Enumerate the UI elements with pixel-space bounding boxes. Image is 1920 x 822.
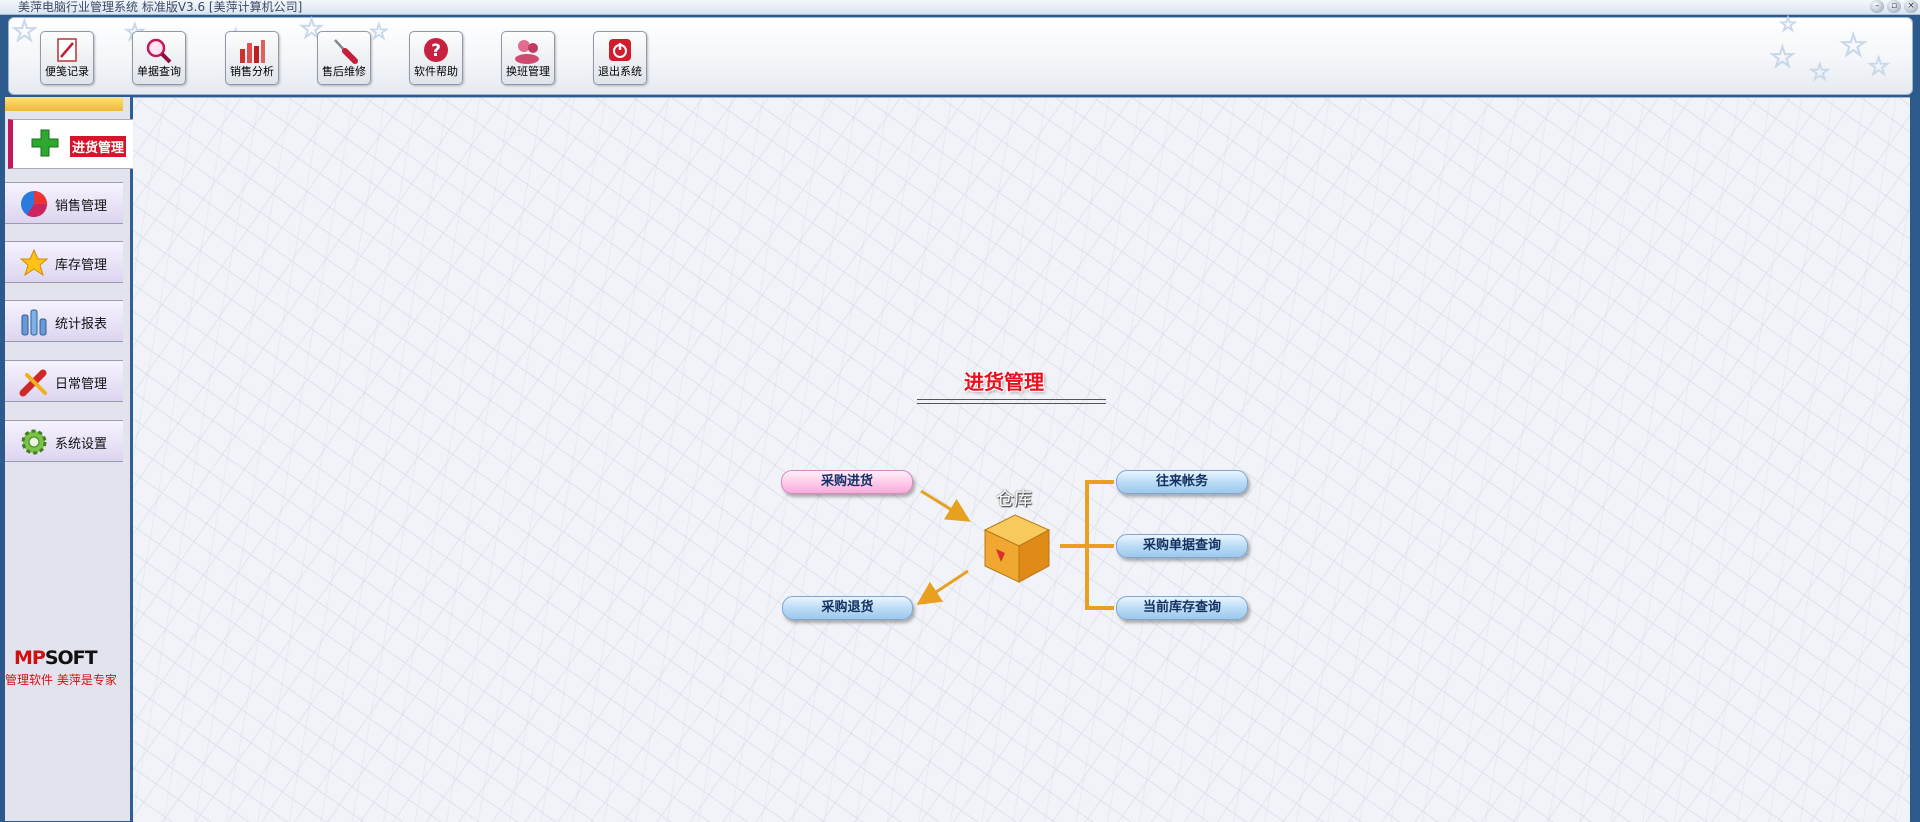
shift-management-button-label: 换班管理 [506, 65, 550, 78]
memo-button-label: 便笺记录 [45, 65, 89, 78]
sidebar-header-bar [5, 97, 123, 111]
sidebar-item-label: 日常管理 [55, 377, 108, 392]
star-decoration-icon: ☆ [1778, 11, 1797, 36]
star-decoration-icon: ☆ [1866, 51, 1891, 82]
document-query-button-label: 单据查询 [137, 65, 181, 78]
close-button[interactable]: × [1904, 0, 1918, 13]
sidebar-slogan: 管理软件 美萍是专家 [5, 673, 117, 687]
accounts-button[interactable]: 往来帐务 [1116, 470, 1248, 494]
sidebar-item-sales-management[interactable]: 销售管理 [5, 182, 123, 224]
toolbar: ☆ ☆ ☆ ☆ ☆ ☆ ☆ ☆ ☆ ☆ ☆ 便笺记录 单据查询 销售分析 [8, 11, 1913, 95]
sidebar-item-label: 统计报表 [55, 317, 108, 332]
sidebar: 进货管理 销售管理 库存管理 统计报表 日常管理 [5, 97, 136, 821]
minimize-button[interactable]: – [1870, 0, 1884, 13]
bar-chart-icon [240, 40, 265, 63]
purchase-document-query-button[interactable]: 采购单据查询 [1116, 534, 1248, 558]
window-title: 美萍电脑行业管理系统 标准版V3.6 [美萍计算机公司] [18, 0, 303, 14]
users-icon [515, 40, 539, 64]
star-decoration-icon: ☆ [10, 13, 38, 49]
star-decoration-icon: ☆ [1838, 25, 1868, 64]
sidebar-item-system-settings[interactable]: 系统设置 [5, 420, 123, 462]
columns-icon [21, 309, 47, 336]
tools-icon [19, 369, 47, 397]
document-query-button[interactable]: 单据查询 [132, 31, 186, 85]
sidebar-item-daily-management[interactable]: 日常管理 [5, 360, 123, 402]
gear-icon [21, 429, 47, 455]
current-stock-query-button[interactable]: 当前库存查询 [1116, 596, 1248, 620]
main-content [133, 97, 1910, 822]
shift-management-button[interactable]: 换班管理 [501, 31, 555, 85]
sidebar-item-label: 销售管理 [55, 199, 108, 214]
sales-analysis-button[interactable]: 销售分析 [225, 31, 279, 85]
title-bar: 美萍电脑行业管理系统 标准版V3.6 [美萍计算机公司] – ▫ × [0, 0, 1920, 15]
sales-analysis-button-label: 销售分析 [230, 65, 274, 78]
warehouse-box-icon [983, 514, 1051, 583]
exit-system-button-label: 退出系统 [598, 65, 642, 78]
star-decoration-icon: ☆ [368, 19, 389, 45]
power-icon [609, 39, 631, 61]
sidebar-item-statistics-reports[interactable]: 统计报表 [5, 300, 123, 342]
memo-icon [57, 38, 77, 62]
exit-system-button[interactable]: 退出系统 [593, 31, 647, 85]
memo-button[interactable]: 便笺记录 [40, 31, 94, 85]
magnifier-icon [146, 38, 172, 64]
bracket-connector [1060, 480, 1114, 610]
arrow-out-of-warehouse [916, 569, 969, 605]
star-decoration-icon: ☆ [1768, 39, 1796, 75]
title-underline [917, 399, 1106, 404]
star-icon [19, 248, 49, 277]
warehouse-label: 仓库 [996, 489, 1032, 510]
mpsoft-logo: MPSOFT [14, 647, 98, 669]
software-help-button[interactable]: ? 软件帮助 [409, 31, 463, 85]
arrow-into-warehouse [920, 489, 971, 522]
svg-text:?: ? [431, 41, 441, 61]
after-sales-repair-button[interactable]: 售后维修 [317, 31, 371, 85]
maximize-button[interactable]: ▫ [1887, 0, 1901, 13]
star-decoration-icon: ☆ [1808, 57, 1831, 86]
sidebar-item-label: 库存管理 [55, 258, 108, 273]
software-help-button-label: 软件帮助 [414, 65, 458, 78]
sidebar-item-inventory-management[interactable]: 库存管理 [5, 241, 123, 283]
page-title: 进货管理 [964, 370, 1044, 394]
sidebar-item-label: 进货管理 [70, 136, 127, 157]
screwdriver-icon [334, 39, 358, 64]
help-icon: ? [424, 38, 448, 62]
after-sales-repair-button-label: 售后维修 [322, 65, 366, 78]
green-plus-icon [31, 129, 59, 157]
pie-chart-icon [21, 191, 48, 218]
window-controls: – ▫ × [1870, 0, 1918, 13]
purchase-in-button[interactable]: 采购进货 [781, 470, 913, 494]
sidebar-item-label: 系统设置 [55, 437, 108, 452]
sidebar-item-purchase-management[interactable]: 进货管理 [8, 119, 135, 169]
purchase-return-button[interactable]: 采购退货 [782, 596, 913, 620]
